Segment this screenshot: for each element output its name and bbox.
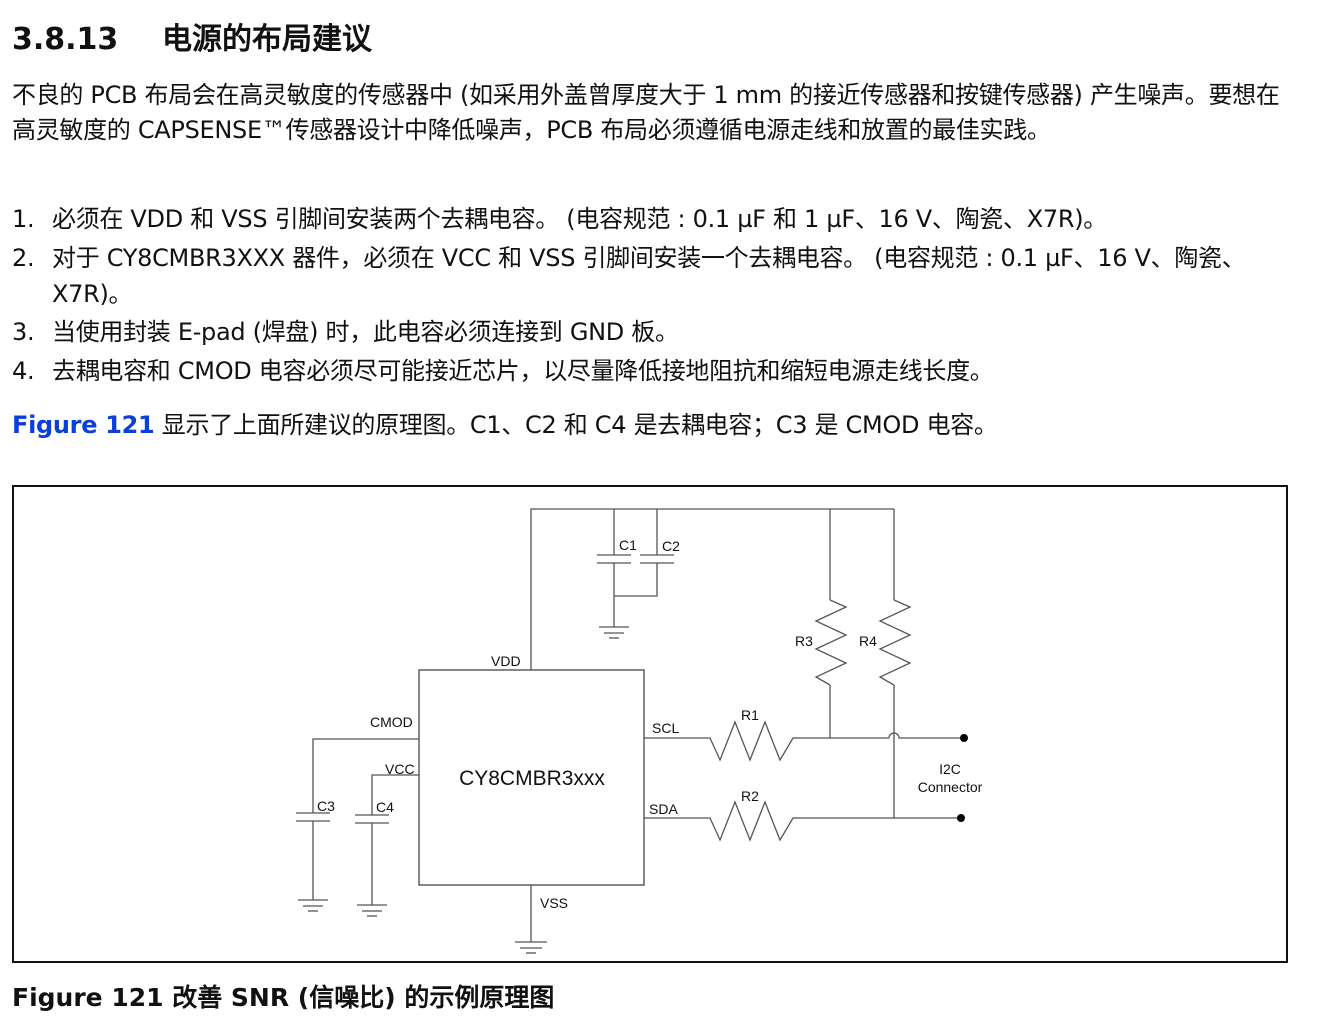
list-number: 4. [12,357,35,385]
vss-label: VSS [540,895,568,911]
figure-reference-text: 显示了上面所建议的原理图。C1、C2 和 C4 是去耦电容；C3 是 CMOD … [154,411,998,439]
c3-label: C3 [317,798,335,814]
c2-label: C2 [662,538,680,554]
intro-paragraph: 不良的 PCB 布局会在高灵敏度的传感器中 (如采用外盖曾厚度大于 1 mm 的… [12,81,1280,144]
list-item: 1. 必须在 VDD 和 VSS 引脚间安装两个去耦电容。 (电容规范 : 0.1… [12,201,1302,237]
figure-caption: Figure 121 改善 SNR (信噪比) 的示例原理图 [12,983,555,1012]
wires [296,508,964,954]
c4-label: C4 [376,799,394,815]
figure-link[interactable]: Figure 121 [12,411,155,439]
c1-label: C1 [619,537,637,553]
list-number: 2. [12,244,35,272]
connector-pin-sda [957,814,965,822]
section-number: 3.8.13 [12,22,119,57]
vdd-label: VDD [491,653,521,669]
list-number: 3. [12,318,35,346]
connector-label-line2: Connector [918,779,983,795]
list-item: 3. 当使用封装 E-pad (焊盘) 时，此电容必须连接到 GND 板。 [12,314,1302,350]
r2-label: R2 [741,788,759,804]
connector-pin-scl [960,734,968,742]
r1-label: R1 [741,707,759,723]
figure-reference: Figure 121 显示了上面所建议的原理图。C1、C2 和 C4 是去耦电容… [12,408,998,443]
cmod-label: CMOD [370,714,413,730]
chip-label: CY8CMBR3xxx [459,767,605,790]
figure-frame [12,485,1288,963]
section-heading: 3.8.13 电源的布局建议 [12,14,372,58]
sda-label: SDA [649,801,678,817]
r4-label: R4 [859,633,877,649]
list-number: 1. [12,205,35,233]
r3-label: R3 [795,633,813,649]
vcc-label: VCC [385,761,415,777]
section-title: 电源的布局建议 [162,22,372,57]
list-text: 必须在 VDD 和 VSS 引脚间安装两个去耦电容。 (电容规范 : 0.1 µ… [52,205,1107,233]
list-text: 去耦电容和 CMOD 电容必须尽可能接近芯片，以尽量降低接地阻抗和缩短电源走线长… [52,357,994,385]
list-item: 2. 对于 CY8CMBR3XXX 器件，必须在 VCC 和 VSS 引脚间安装一… [12,240,1302,312]
scl-label: SCL [652,720,679,736]
connector-label-line1: I2C [939,761,961,777]
list-item: 4. 去耦电容和 CMOD 电容必须尽可能接近芯片，以尽量降低接地阻抗和缩短电源走… [12,353,1302,389]
list-text: 对于 CY8CMBR3XXX 器件，必须在 VCC 和 VSS 引脚间安装一个去… [52,244,1246,308]
list-text: 当使用封装 E-pad (焊盘) 时，此电容必须连接到 GND 板。 [52,318,679,346]
